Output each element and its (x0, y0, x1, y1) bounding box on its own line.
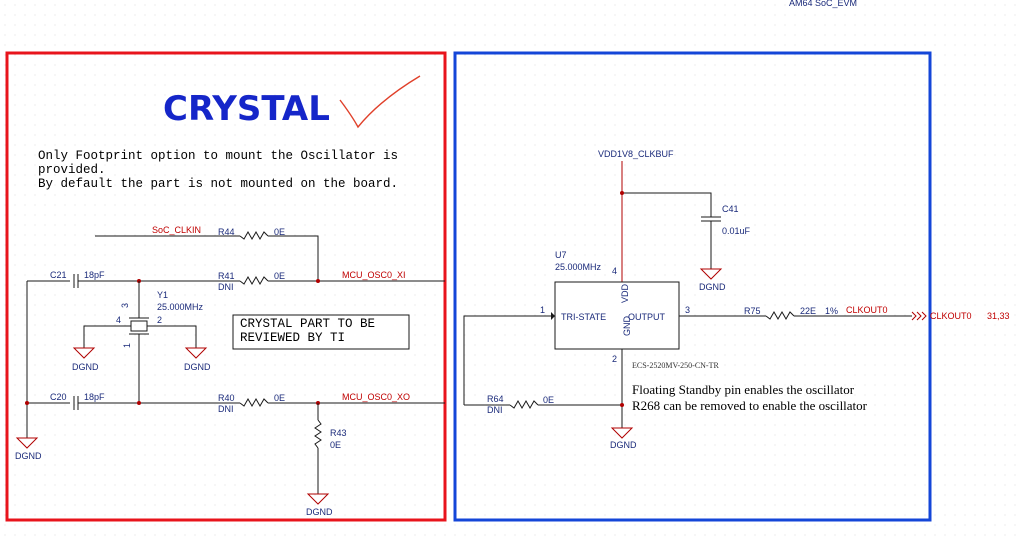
c20-value: 18pF (84, 392, 105, 402)
u7-pin2-number: 2 (612, 354, 617, 364)
r75-value: 22E (800, 306, 816, 316)
u7-body (554, 281, 680, 350)
r44-ref: R44 (218, 227, 235, 237)
gnd-label-2: DGND (184, 362, 211, 372)
ground-icon (184, 347, 208, 359)
wire-c41-top (622, 192, 712, 217)
wire-r44-xi (268, 235, 319, 281)
y1-value: 25.000MHz (157, 302, 204, 312)
gnd-label-1: DGND (72, 362, 99, 372)
u7-pin-gnd: GND (622, 316, 632, 337)
r64-resistor (509, 399, 539, 410)
offpage-arrow-icon (921, 311, 927, 321)
crystal-section-border (5, 51, 447, 522)
junction-u7-gnd (620, 403, 624, 407)
u7-pin3-number: 3 (685, 305, 690, 315)
u7-value: 25.000MHz (555, 262, 602, 272)
review-line-1: CRYSTAL PART TO BE (240, 317, 375, 331)
u7-ref: U7 (555, 250, 567, 260)
net-mcu-osc0-xi: MCU_OSC0_XI (342, 270, 406, 280)
junction-xo-y1 (137, 401, 141, 405)
checkmark-icon (339, 75, 421, 129)
crystal-title: CRYSTAL (163, 89, 330, 129)
offpage-arrow-icon (911, 311, 917, 321)
offpage-arrow-icon (916, 311, 922, 321)
c41-ref: C41 (722, 204, 739, 214)
y1-pin-2: 2 (157, 315, 162, 325)
input-arrow-icon (551, 312, 555, 320)
project-label: AM64 SoC_EVM (789, 0, 857, 8)
y1-pin-4: 4 (116, 315, 121, 325)
crystal-note-line-3: By default the part is not mounted on th… (38, 177, 398, 191)
c21-ref: C21 (50, 270, 67, 280)
wire-tristate (463, 315, 551, 405)
gnd-label-6: DGND (610, 440, 637, 450)
offpage-sheets: 31,33 (987, 311, 1010, 321)
wire-y1-pin4-gnd (83, 325, 131, 348)
c20-ref: C20 (50, 392, 67, 402)
y1-ref: Y1 (157, 290, 168, 300)
osc-note-line-2: R268 can be removed to enable the oscill… (632, 398, 868, 413)
ground-icon (610, 427, 634, 439)
net-mcu-osc0-xo: MCU_OSC0_XO (342, 392, 410, 402)
u7-pin1-number: 1 (540, 305, 545, 315)
review-box (232, 314, 410, 350)
u7-pin-tristate: TRI-STATE (561, 312, 606, 322)
gnd-label-3: DGND (306, 507, 333, 517)
review-line-2: REVIEWED BY TI (240, 331, 345, 345)
ground-icon (306, 493, 330, 505)
r40-note: DNI (218, 404, 234, 414)
r43-ref: R43 (330, 428, 347, 438)
r75-tolerance: 1% (825, 306, 838, 316)
r41-ref: R41 (218, 271, 235, 281)
ground-icon (72, 347, 96, 359)
y1-pin-1: 1 (122, 343, 132, 348)
crystal-note-line-2: provided. (38, 163, 106, 177)
r64-value: 0E (543, 395, 554, 405)
r75-resistor (765, 310, 795, 321)
u7-pin-vdd: VDD (620, 283, 630, 303)
net-clkout0: CLKOUT0 (846, 305, 888, 315)
oscillator-section-border (453, 51, 932, 522)
y1-body (130, 320, 148, 332)
y1-pin-3: 3 (120, 303, 130, 308)
supply-label: VDD1V8_CLKBUF (598, 149, 674, 159)
offpage-net: CLKOUT0 (930, 311, 972, 321)
wire-y1-pin2-gnd (147, 325, 197, 348)
net-soc-clkin: SoC_CLKIN (152, 225, 201, 235)
r64-note: DNI (487, 405, 503, 415)
gnd-label-5: DGND (699, 282, 726, 292)
ground-icon (699, 268, 723, 280)
gnd-label-4: DGND (15, 451, 42, 461)
r41-value: 0E (274, 271, 285, 281)
c21-value: 18pF (84, 270, 105, 280)
u7-part-number: ECS-2520MV-250-CN-TR (632, 361, 719, 370)
ground-icon (15, 437, 39, 449)
u7-pin4-number: 4 (612, 266, 617, 276)
r43-value: 0E (330, 440, 341, 450)
r40-resistor (239, 397, 269, 408)
r44-resistor (239, 230, 269, 241)
osc-note-line-1: Floating Standby pin enables the oscilla… (632, 382, 855, 397)
c41-value: 0.01uF (722, 226, 751, 236)
r64-ref: R64 (487, 394, 504, 404)
junction-vdd (620, 191, 624, 195)
r41-resistor (239, 275, 269, 286)
r75-ref: R75 (744, 306, 761, 316)
r40-ref: R40 (218, 393, 235, 403)
r44-value: 0E (274, 227, 285, 237)
junction-xi (316, 279, 320, 283)
r43-resistor (314, 419, 322, 449)
r41-note: DNI (218, 282, 234, 292)
r40-value: 0E (274, 393, 285, 403)
crystal-note-line-1: Only Footprint option to mount the Oscil… (38, 149, 398, 163)
junction-left (25, 401, 29, 405)
u7-pin-output: OUTPUT (628, 312, 666, 322)
